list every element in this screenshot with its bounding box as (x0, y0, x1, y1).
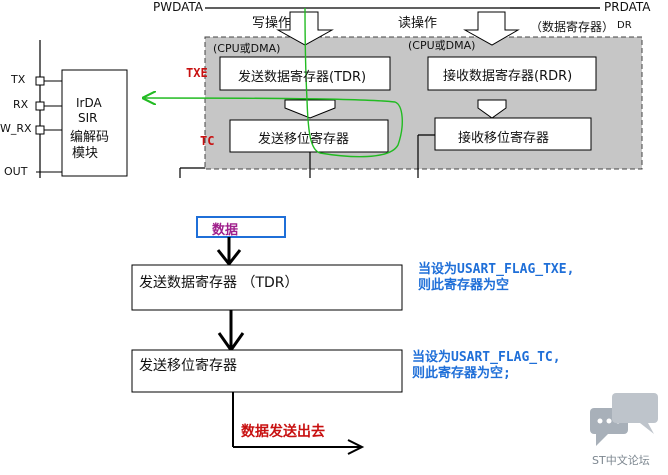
flow-data-label: 数据 (212, 223, 239, 238)
txe-flag-label: TXE (186, 66, 208, 80)
irda-line2: SIR (78, 111, 98, 125)
irda-rx-pin-label: W_RX (0, 122, 32, 135)
irda-line1: IrDA (76, 96, 102, 110)
tx-pin-label: TX (11, 73, 26, 86)
green-annotation (145, 7, 403, 158)
cpu-dma-left: (CPU或DMA) (213, 42, 281, 55)
flow-tdr-label: 发送数据寄存器 （TDR） (139, 275, 299, 291)
read-op-label: 读操作 (398, 16, 438, 31)
tc-flag-label: TC (200, 134, 215, 148)
chat-bubble-icon (590, 393, 658, 446)
data-label-box (196, 216, 286, 238)
tdr-label: 发送数据寄存器(TDR) (238, 70, 367, 85)
irda-line3: 编解码 (70, 130, 110, 145)
flow-send-out-label: 数据发送出去 (241, 424, 325, 440)
flow-shift-box (131, 349, 403, 393)
rx-shift-box (434, 117, 592, 151)
tx-shift-label: 发送移位寄存器 (258, 132, 350, 147)
write-funnel-mid (284, 99, 336, 119)
out-pin-label: OUT (4, 165, 28, 178)
tc-note-line2: 则此寄存器为空; (412, 366, 511, 381)
irda-box (61, 69, 128, 177)
read-funnel-mid (477, 99, 507, 119)
rdr-label: 接收数据寄存器(RDR) (443, 69, 573, 84)
tc-note-line1: 当设为USART_FLAG_TC, (412, 350, 561, 365)
dr-label: DR (617, 20, 632, 31)
watermark-label: ST中文论坛 (592, 454, 650, 467)
txe-note-line1: 当设为USART_FLAG_TXE, (418, 262, 575, 277)
flow-shift-label: 发送移位寄存器 (139, 358, 237, 374)
cpu-dma-right: (CPU或DMA) (408, 39, 476, 52)
prdata-label: PRDATA (604, 0, 651, 14)
rx-pin-label: RX (13, 98, 29, 111)
pwdata-label: PWDATA (153, 0, 204, 14)
flow-tdr-box (131, 264, 403, 311)
rdr-paren-label: （数据寄存器） (530, 20, 615, 34)
write-op-label: 写操作 (252, 16, 292, 31)
read-funnel-top (463, 11, 520, 46)
irda-line4: 模块 (72, 146, 99, 161)
txe-note-line2: 则此寄存器为空 (418, 278, 510, 293)
rdr-box (427, 56, 597, 91)
rx-shift-label: 接收移位寄存器 (458, 131, 550, 146)
